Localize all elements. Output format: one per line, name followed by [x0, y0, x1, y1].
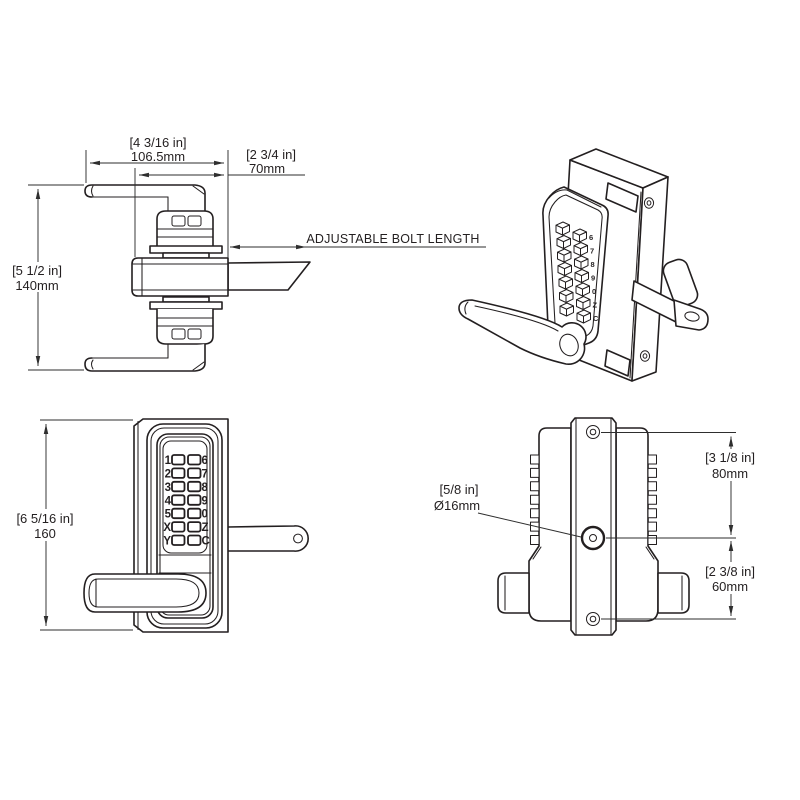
dim-lower-screw-mm: 60mm	[712, 579, 748, 594]
pin-button	[187, 328, 202, 340]
keypad-button	[187, 521, 202, 533]
key-label: 6	[202, 455, 208, 467]
keypad-button	[171, 521, 186, 533]
dim-lower-screw-in: [2 3/8 in]	[705, 564, 755, 579]
keypad-buttons-iso: 6 7 8 9 0 Z C	[555, 221, 599, 324]
keypad-button	[171, 480, 186, 493]
key-label: 5	[165, 509, 172, 521]
iso-key-label: 7	[590, 247, 594, 256]
key-label: X	[163, 522, 171, 534]
key-label: 8	[202, 482, 209, 494]
dim-upper-screw-in: [3 1/8 in]	[705, 450, 755, 465]
front-view: 1 2 3 4 5 X Y 6 7 8 9 0 Z C [6 5/16 i	[14, 418, 309, 633]
key-label: 7	[202, 468, 208, 480]
pin-button	[171, 328, 186, 340]
dim-overall-height-in: [5 1/2 in]	[12, 263, 62, 278]
keypad-button	[187, 480, 202, 493]
rose-housing-bottom	[156, 308, 214, 345]
lever-handle-bottom	[84, 343, 206, 372]
collar	[149, 245, 223, 254]
lever-handle-top	[84, 184, 206, 212]
key-label: 1	[165, 455, 172, 467]
key-label: 3	[165, 482, 171, 494]
side-view-dimensions: [4 3/16 in] 106.5mm [2 3/4 in] 70mm [5 1…	[8, 135, 486, 371]
pin-button	[171, 215, 186, 227]
side-elevation-view: [4 3/16 in] 106.5mm [2 3/4 in] 70mm [5 1…	[8, 135, 486, 372]
bolt-eye-hole	[293, 533, 303, 544]
dim-front-height-mm: 160	[34, 526, 56, 541]
key-label: Z	[202, 522, 209, 534]
dim-spindle-mm: Ø16mm	[434, 498, 480, 513]
dim-spindle-in: [5/8 in]	[439, 482, 478, 497]
lever-section	[657, 572, 690, 614]
key-label: Y	[163, 536, 171, 548]
left-housing	[497, 427, 572, 622]
key-label: 9	[202, 495, 208, 507]
keypad-window	[162, 440, 208, 554]
keypad-front: 1 2 3 4 5 X Y 6 7 8 9 0 Z C	[163, 454, 210, 548]
isometric-view: 6 7 8 9 0 Z C	[458, 148, 709, 382]
keypad-button	[187, 494, 202, 506]
iso-key-label: 8	[591, 260, 595, 269]
key-label: C	[202, 536, 210, 548]
plan-view: [3 1/8 in] 80mm [2 3/8 in] 60mm [5/8 in]…	[434, 417, 760, 636]
dim-front-height-in: [6 5/16 in]	[16, 511, 73, 526]
iso-key-label: 0	[592, 287, 596, 296]
key-label: 0	[202, 509, 208, 521]
latch-bolt-front	[227, 525, 309, 552]
key-label: 2	[165, 468, 171, 480]
lever-section	[497, 572, 530, 614]
keypad-button	[187, 454, 202, 466]
latch-bolt-iso	[631, 280, 709, 331]
iso-key-label: C	[593, 314, 599, 323]
keypad-button	[171, 494, 186, 506]
keypad-button	[187, 534, 202, 546]
dim-lever-span-mm: 106.5mm	[131, 149, 185, 164]
plan-view-dimensions: [3 1/8 in] 80mm [2 3/8 in] 60mm [5/8 in]…	[434, 432, 760, 620]
collar	[149, 301, 223, 310]
adjustable-bolt-length-label: ADJUSTABLE BOLT LENGTH	[306, 232, 479, 246]
lever-handle-front	[83, 573, 207, 613]
pin-button	[187, 215, 202, 227]
front-view-dimensions: [6 5/16 in] 160	[14, 419, 133, 631]
right-housing	[615, 427, 690, 622]
rose-housing-top	[156, 210, 214, 247]
keypad-button	[171, 454, 186, 466]
key-label: 4	[165, 495, 172, 507]
dim-upper-screw-mm: 80mm	[712, 466, 748, 481]
keypad-button	[171, 467, 186, 479]
iso-key-label: 6	[589, 233, 593, 242]
dim-body-width-in: [2 3/4 in]	[246, 147, 296, 162]
keypad-button	[187, 467, 202, 479]
latch-bolt	[227, 261, 311, 291]
dim-lever-span-in: [4 3/16 in]	[129, 135, 186, 150]
dim-body-width-mm: 70mm	[249, 161, 285, 176]
keypad-button	[171, 534, 186, 546]
iso-key-label: 9	[591, 274, 595, 283]
lock-body	[131, 257, 229, 297]
keypad-button	[171, 507, 186, 520]
bolt-eye-hole	[684, 311, 700, 322]
lever-handle-iso	[458, 299, 587, 365]
keypad-button	[187, 507, 202, 520]
iso-key-label: Z	[593, 301, 598, 310]
dim-overall-height-mm: 140mm	[15, 278, 58, 293]
face-plate	[570, 417, 617, 636]
